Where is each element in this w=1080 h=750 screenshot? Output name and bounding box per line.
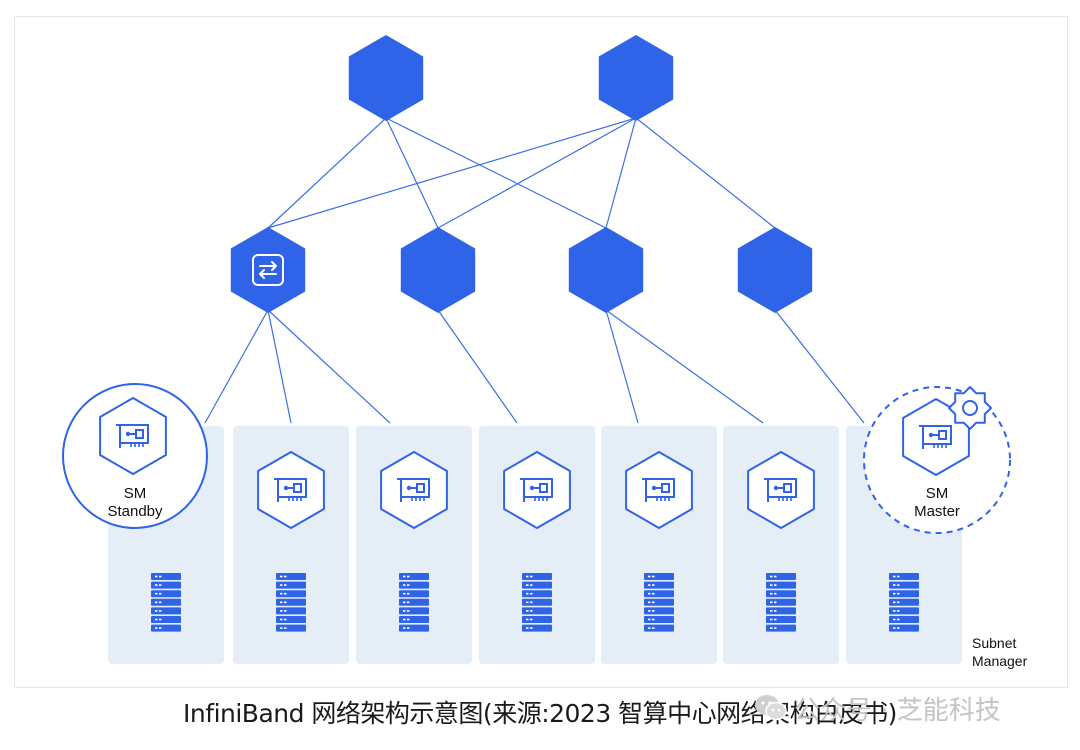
- leaf-switch-1: [230, 227, 306, 313]
- sm-standby-label-line2: Standby: [107, 503, 163, 520]
- gear-hub: [962, 400, 978, 416]
- leaf-switch-4: [737, 227, 813, 313]
- core-switch-1: [348, 35, 424, 121]
- sm-master-label-line2: Master: [914, 503, 960, 520]
- server-rack-icon: [399, 573, 429, 632]
- sm-standby-label-line1: SM: [124, 485, 147, 502]
- nic-card-icon: [257, 451, 325, 529]
- leaf-switch-2: [400, 227, 476, 313]
- server-icons: [151, 573, 919, 632]
- link-core-1-leaf-2: [385, 117, 439, 229]
- link-core-2-leaf-1: [267, 117, 637, 229]
- nic-nodes: [257, 451, 815, 529]
- sm-standby-node: SM Standby: [62, 383, 208, 529]
- subnet-manager-label-line2: Manager: [972, 653, 1028, 669]
- server-rack-icon: [522, 573, 552, 632]
- server-rack-icon: [151, 573, 181, 632]
- subnet-manager-label-line1: Subnet: [972, 635, 1016, 651]
- server-rack-icon: [889, 573, 919, 632]
- nic-card-icon: [747, 451, 815, 529]
- watermark: 公众号 · 芝能科技: [754, 688, 1001, 728]
- sm-master-node: SM Master: [863, 386, 1011, 534]
- link-leaf-3-host-6: [605, 309, 764, 424]
- diagram-frame: [14, 16, 1068, 688]
- link-leaf-1-host-2: [267, 309, 292, 424]
- infiniband-topology-diagram: SM Standby SM Master Subnet Manager: [62, 35, 1028, 669]
- nic-card-icon-standby: [99, 397, 167, 475]
- server-rack-icon: [766, 573, 796, 632]
- network-links: [204, 117, 865, 424]
- link-leaf-1-host-1: [204, 309, 269, 424]
- leaf-switch-3: [568, 227, 644, 313]
- wechat-icon: [755, 695, 787, 721]
- link-core-1-leaf-3: [385, 117, 607, 229]
- watermark-text: 公众号 · 芝能科技: [794, 695, 1001, 726]
- link-core-2-leaf-3: [605, 117, 637, 229]
- core-switch-2: [598, 35, 674, 121]
- link-leaf-1-host-3: [267, 309, 391, 424]
- link-leaf-4-host-7: [774, 309, 865, 424]
- link-core-1-leaf-1: [267, 117, 387, 229]
- nic-card-icon: [503, 451, 571, 529]
- link-core-2-leaf-4: [635, 117, 776, 229]
- sm-master-label-line1: SM: [926, 485, 949, 502]
- gear-icon: [948, 386, 992, 430]
- nic-card-icon: [625, 451, 693, 529]
- nic-card-icon: [99, 397, 167, 475]
- server-rack-icon: [276, 573, 306, 632]
- switch-arrows-icon: [252, 254, 284, 286]
- link-leaf-3-host-5: [605, 309, 639, 424]
- nic-card-icon: [380, 451, 448, 529]
- link-leaf-2-host-4: [437, 309, 518, 424]
- server-rack-icon: [644, 573, 674, 632]
- link-core-2-leaf-2: [437, 117, 637, 229]
- switch-nodes: [230, 35, 813, 313]
